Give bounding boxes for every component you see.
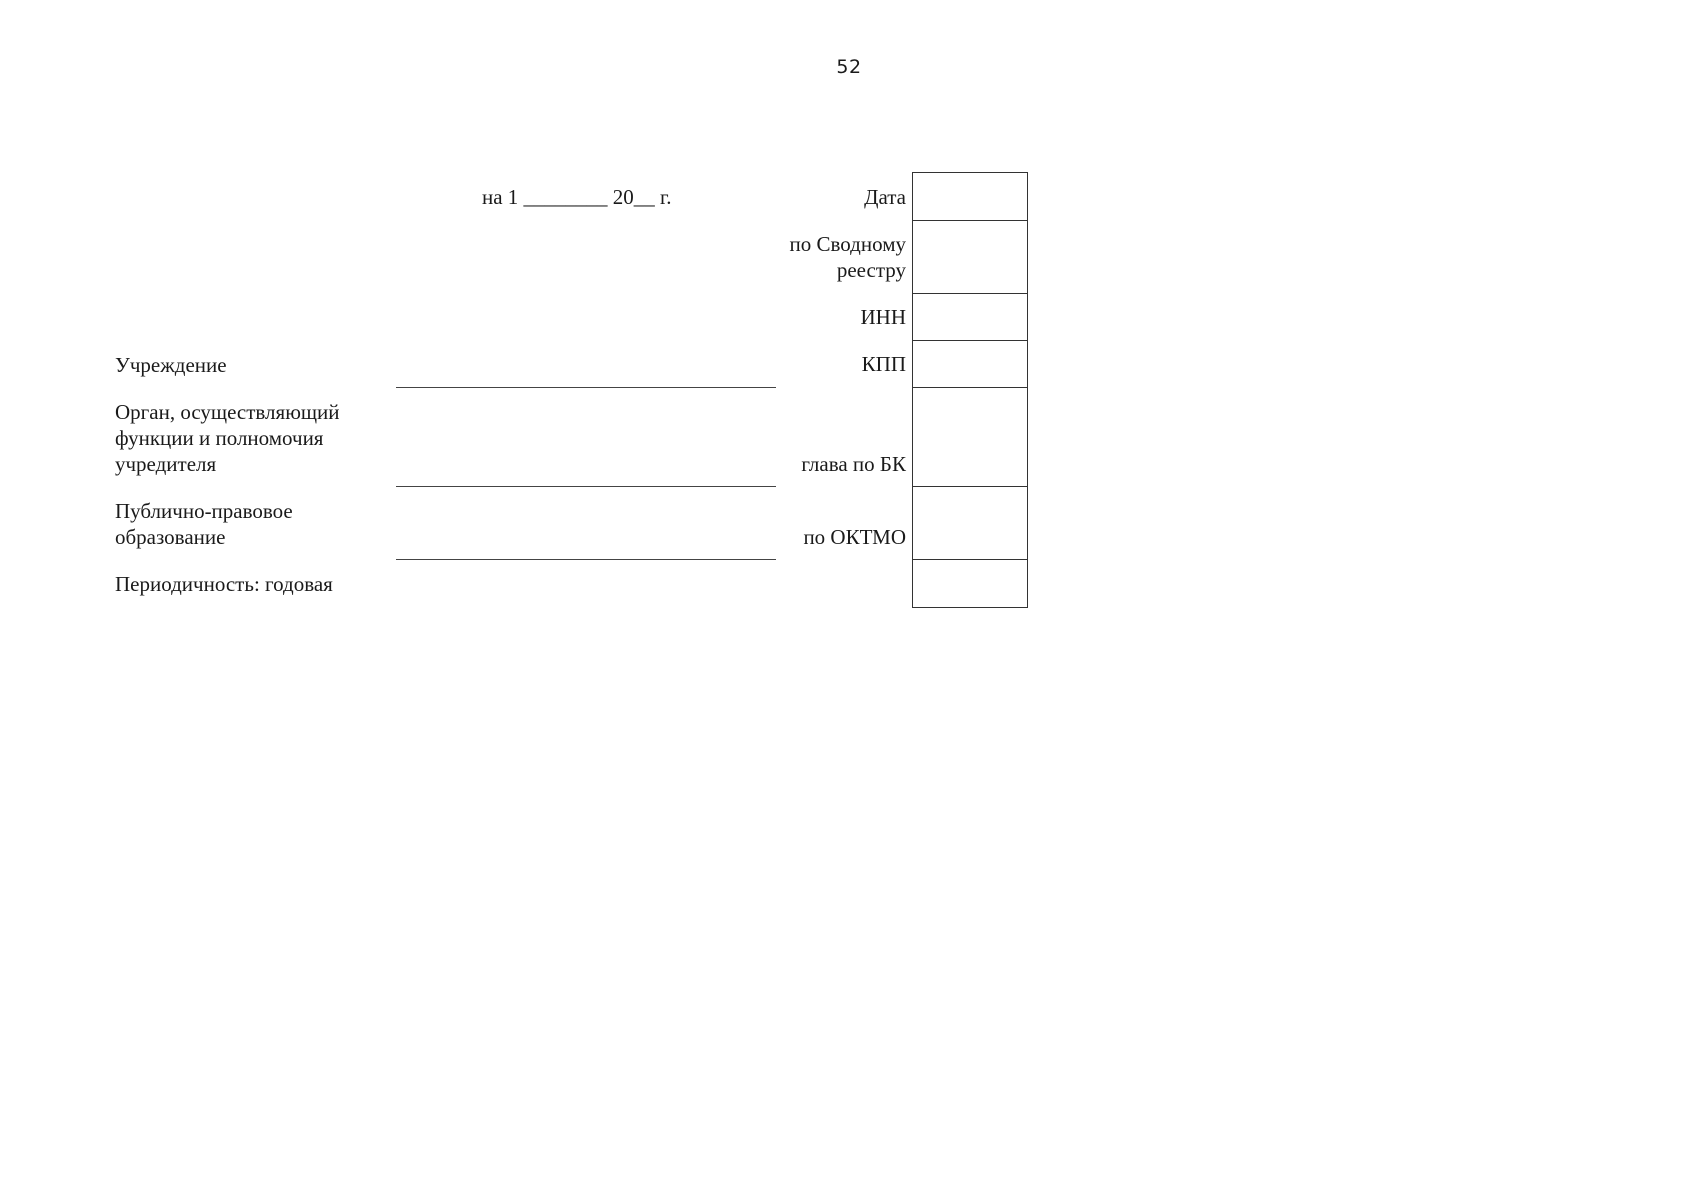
report-date-line: на 1 ________ 20__ г.	[482, 185, 672, 209]
institution-label: Учреждение	[115, 353, 227, 377]
codes-column	[912, 172, 1028, 608]
inn-code-label: ИНН	[860, 305, 907, 329]
registry-code-label-line2: реестру	[836, 258, 906, 282]
municipality-label-line2: образование	[115, 525, 226, 549]
date-code-cell[interactable]	[913, 173, 1027, 221]
municipality-label-line1: Публично-правовое	[115, 499, 293, 523]
registry-code-cell[interactable]	[913, 221, 1027, 294]
founder-label-line2: функции и полномочия	[115, 426, 324, 450]
founder-label-line3: учредителя	[115, 452, 217, 476]
periodicity-label: Периодичность: годовая	[115, 572, 333, 596]
periodicity-code-cell[interactable]	[913, 560, 1027, 608]
chapter-code-cell[interactable]	[913, 388, 1027, 487]
kpp-code-label: КПП	[861, 352, 906, 376]
page-number: 52	[836, 56, 862, 78]
municipality-fill-line[interactable]	[396, 559, 776, 560]
oktmo-code-label: по ОКТМО	[803, 525, 906, 549]
kpp-code-cell[interactable]	[913, 341, 1027, 388]
date-code-label: Дата	[864, 185, 906, 209]
registry-code-label-line1: по Сводному	[789, 232, 906, 256]
inn-code-cell[interactable]	[913, 294, 1027, 341]
founder-fill-line[interactable]	[396, 486, 776, 487]
institution-fill-line[interactable]	[396, 387, 776, 388]
founder-label-line1: Орган, осуществляющий	[115, 400, 340, 424]
chapter-code-label: глава по БК	[801, 452, 906, 476]
oktmo-code-cell[interactable]	[913, 487, 1027, 560]
